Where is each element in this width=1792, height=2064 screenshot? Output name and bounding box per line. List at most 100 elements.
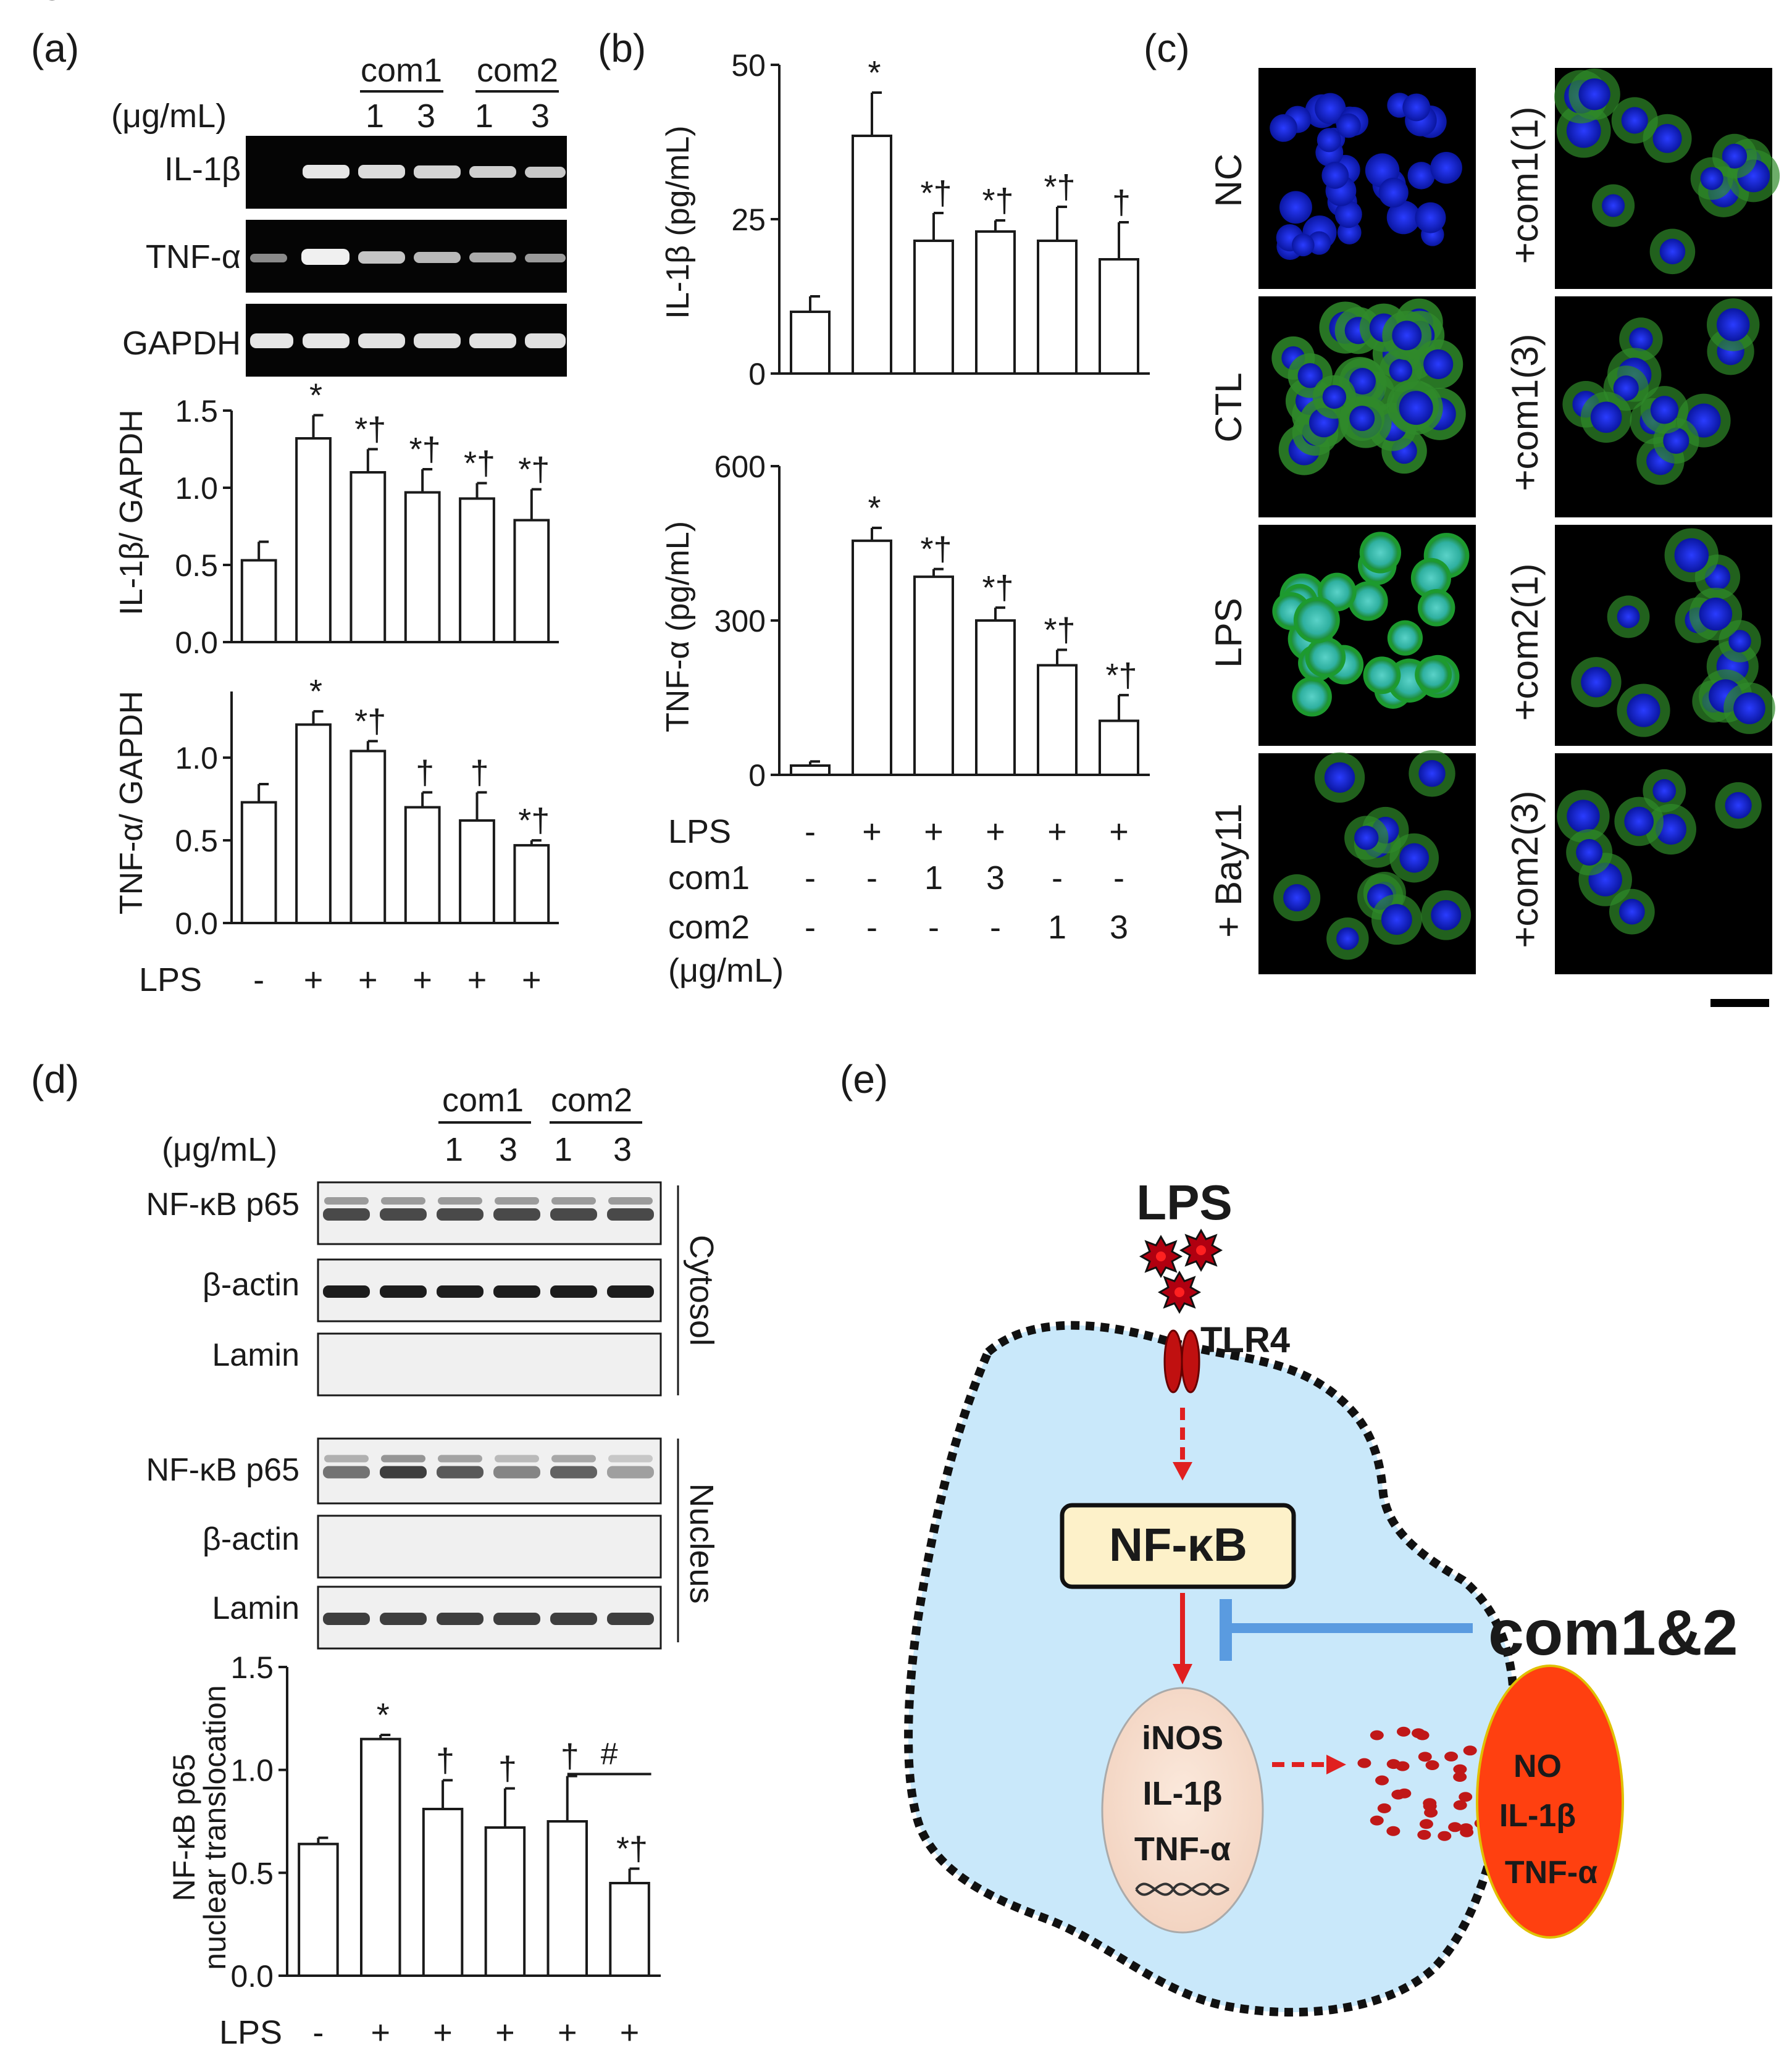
- treatment-value: -: [312, 2014, 324, 2051]
- significance-mark: *: [868, 54, 881, 91]
- panel-e: (e) LPS TLR4 NF-κB com1&2 iNOS IL-1β: [840, 1057, 1738, 2017]
- blot-strip: [317, 1586, 662, 1650]
- c-label-com1-3: +com1(3): [1504, 333, 1546, 491]
- c-label-lps: LPS: [1208, 598, 1249, 667]
- significance-mark: *†: [1105, 657, 1137, 694]
- panel-c: (c) NC CTL LPS + Bay11 +com1(1) +com1(3)…: [1144, 26, 1780, 1007]
- panel-c-label: (c): [1144, 26, 1190, 70]
- e-gene-il1b: IL-1β: [1143, 1775, 1223, 1812]
- d-fraction-cytosol: Cytosol: [683, 1235, 720, 1346]
- bar: [459, 497, 495, 643]
- dna-icon: [1135, 1882, 1229, 1896]
- treatment-label: LPS: [139, 961, 202, 998]
- bar: [459, 819, 495, 925]
- y-tick-label: 600: [714, 449, 766, 484]
- a-conc-1: 1: [366, 98, 384, 135]
- significance-mark: *†: [1044, 612, 1075, 649]
- micrograph: [1258, 750, 1476, 974]
- e-gene-tnfa: TNF-α: [1134, 1831, 1231, 1868]
- significance-mark: †: [498, 1750, 517, 1787]
- bar: [484, 1826, 526, 1977]
- d-blot-label-nuc-p65: NF-κB p65: [146, 1452, 299, 1488]
- significance-mark: *†: [354, 411, 386, 448]
- significance-mark: *†: [409, 431, 441, 468]
- treatment-value: -: [253, 0, 264, 7]
- treatment-value: -: [805, 813, 816, 850]
- arrowhead-nfkb-nucleus: [1173, 1664, 1192, 1684]
- bar: [350, 471, 387, 643]
- significance-mark: *: [309, 377, 322, 414]
- y-tick-label: 0.5: [230, 1856, 274, 1891]
- panel-e-label: (e): [840, 1057, 888, 1101]
- treatment-value: +: [620, 2014, 640, 2051]
- a-gel-label-tnfa: TNF-α: [146, 238, 241, 275]
- treatment-label: com1: [668, 859, 750, 896]
- y-axis-label: NF-κB p65: [167, 1754, 201, 1902]
- a-group-com1: com1: [361, 52, 442, 89]
- y-axis-label: IL-1β/ GAPDH: [114, 409, 149, 615]
- a-gel-tnfa: TNF-α: [146, 220, 567, 293]
- y-tick-label: 1.0: [175, 471, 218, 506]
- significance-mark: †: [1112, 184, 1131, 221]
- y-tick-label: 0.0: [175, 906, 218, 941]
- e-lps-label: LPS: [1136, 1175, 1233, 1230]
- significance-mark: *†: [920, 175, 952, 212]
- treatment-value: -: [866, 909, 877, 946]
- bar: [609, 1882, 650, 1977]
- d-blot-label-cyto-actin: β-actin: [203, 1267, 299, 1303]
- e-nfkb-label: NF-κB: [1109, 1519, 1247, 1571]
- treatment-value: +: [495, 2014, 515, 2051]
- bar: [546, 1820, 588, 1977]
- treatment-value: +: [358, 961, 378, 998]
- bar: [975, 619, 1016, 776]
- c-label-com2-1: +com2(1): [1504, 563, 1546, 721]
- bar: [790, 311, 831, 375]
- bar: [240, 559, 277, 643]
- treatment-value: -: [253, 961, 264, 998]
- y-tick-label: 0: [748, 357, 766, 391]
- significance-mark: *†: [518, 451, 550, 488]
- e-secreted-il1b: IL-1β: [1499, 1798, 1576, 1834]
- micrograph: [1555, 296, 1772, 517]
- a-conc-4: 3: [531, 98, 550, 135]
- bar: [1099, 258, 1139, 375]
- tlr4-receptor: [1163, 1329, 1200, 1393]
- secretion-oval: [1476, 1665, 1624, 1939]
- panel-d: (d) com1 com2 (μg/mL) 1 3 1 3 NF-κB p65 …: [31, 1057, 720, 2051]
- lps-molecules: [1139, 1228, 1223, 1314]
- y-tick-label: 0.0: [175, 625, 218, 660]
- bar: [852, 135, 892, 375]
- d-fraction-nucleus: Nucleus: [683, 1483, 720, 1603]
- treatment-value: +: [522, 961, 542, 998]
- c-label-ctl: CTL: [1208, 372, 1249, 442]
- d-blot-label-nuc-lamin: Lamin: [212, 1590, 299, 1626]
- treatment-label: LPS: [668, 813, 731, 850]
- y-tick-label: 50: [731, 48, 766, 83]
- arrowhead-secretion: [1326, 1755, 1346, 1774]
- significance-mark: *†: [982, 182, 1013, 219]
- y-tick-label: 0.5: [175, 548, 218, 583]
- blot-strip: [317, 1181, 662, 1245]
- bar: [404, 491, 441, 643]
- treatment-value: -: [990, 909, 1001, 946]
- d-conc-3: 1: [554, 1131, 572, 1168]
- bar: [298, 1842, 339, 1978]
- panel-a: (a) com1 com2 (μg/mL) 1 3 1 3 IL-1β TNF-…: [0, 0, 567, 998]
- treatment-value: +: [304, 0, 324, 7]
- micrograph: [1258, 525, 1476, 746]
- treatment-value: +: [986, 813, 1005, 850]
- a-group-com2: com2: [477, 52, 558, 89]
- d-blot-label-cyto-p65: NF-κB p65: [146, 1187, 299, 1222]
- micrograph-column-right: [1554, 68, 1780, 974]
- a-gel-label-il1b: IL-1β: [164, 151, 241, 188]
- bar: [913, 240, 954, 375]
- significance-mark: *†: [518, 802, 550, 839]
- significance-mark: †: [416, 754, 434, 791]
- y-tick-label: 0.0: [230, 1959, 274, 1994]
- secreted-mediators: [1357, 1726, 1510, 1841]
- micrograph: [1555, 753, 1772, 974]
